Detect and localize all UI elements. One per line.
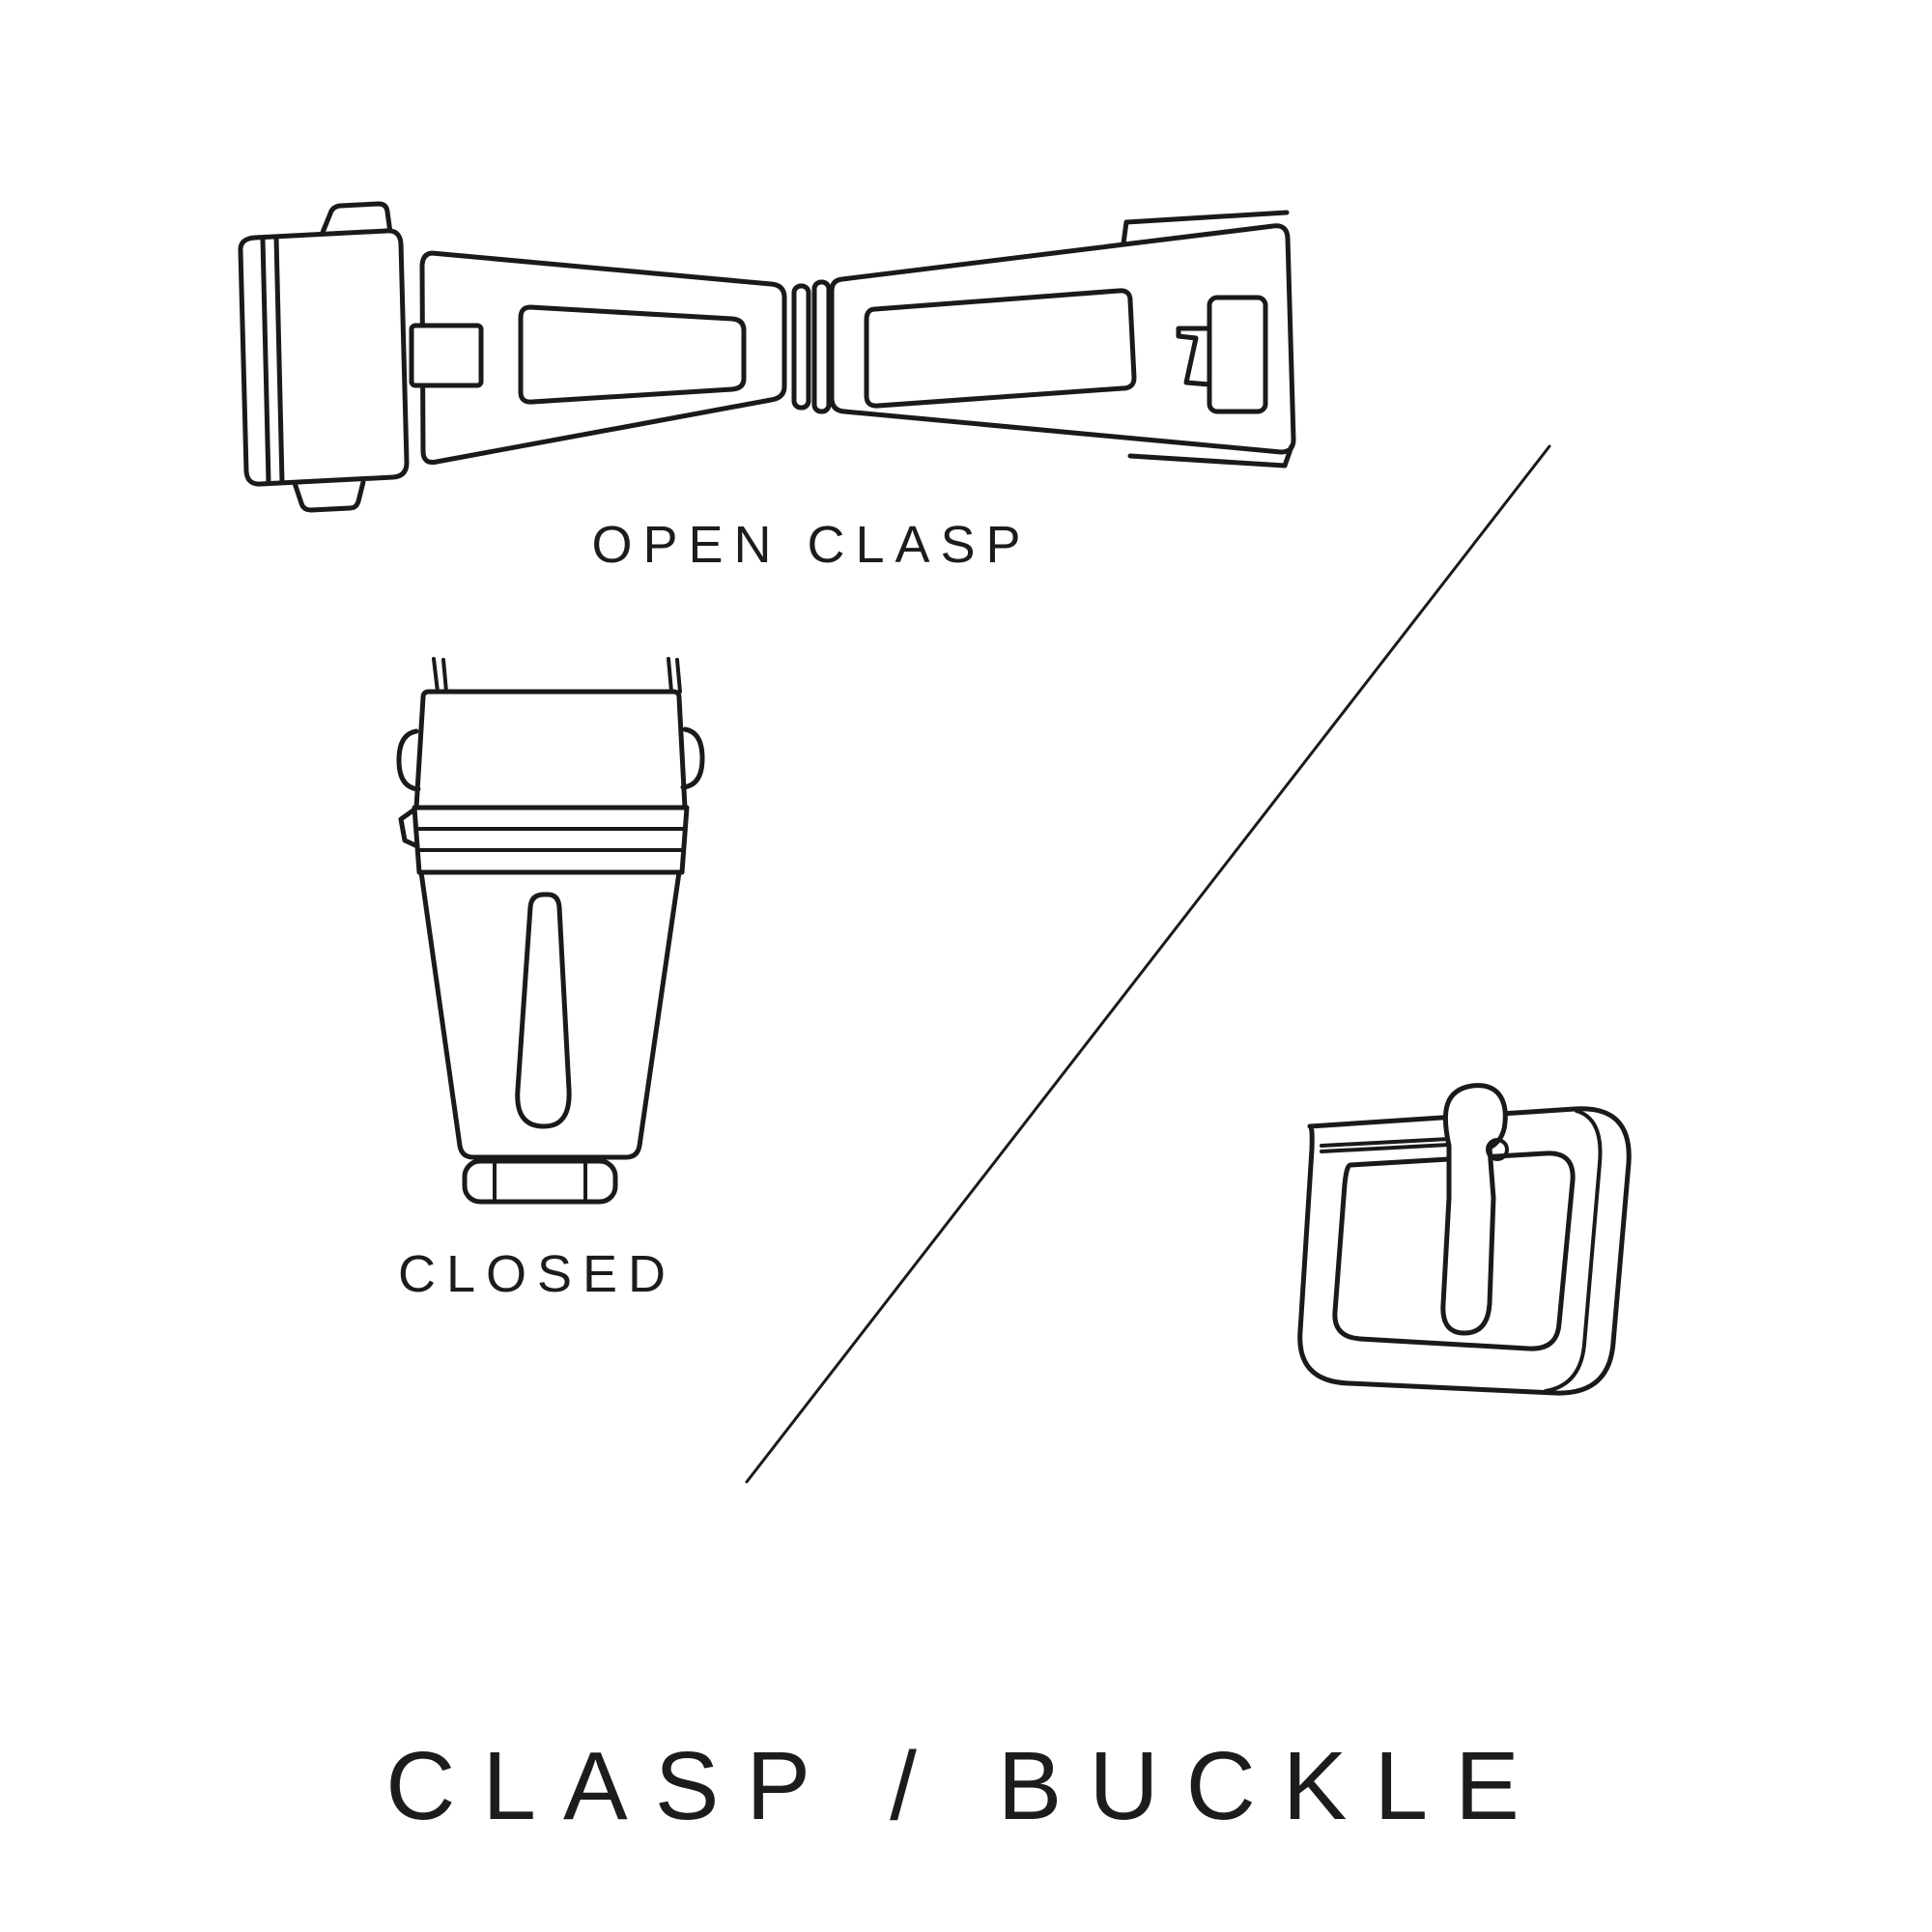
closed-label: CLOSED	[397, 1245, 677, 1303]
divider-line	[745, 444, 1551, 1484]
closed-clasp-illustration	[396, 657, 705, 1205]
tang-buckle-illustration	[1297, 1083, 1632, 1396]
open-clasp-illustration	[238, 201, 1296, 513]
diagram-title: CLASP / BUCKLE	[385, 1732, 1547, 1840]
open-clasp-label: OPEN CLASP	[591, 516, 1032, 574]
